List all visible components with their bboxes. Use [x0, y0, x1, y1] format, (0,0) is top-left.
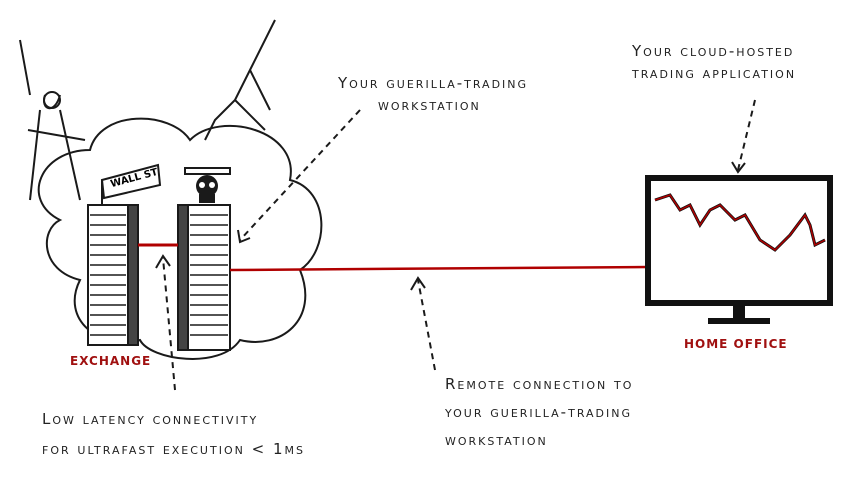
statue-of-liberty-icon: [19, 39, 86, 201]
remote-connection-line: [229, 265, 649, 272]
chrysler-building-icon: [204, 19, 276, 141]
wall-street-sign: [100, 163, 162, 200]
workstation-label-line: workstation: [378, 96, 481, 114]
monitor-icon: [645, 175, 833, 324]
exchange-server-icon: [87, 180, 139, 346]
arrowheads: [155, 161, 746, 291]
cloud-app-label-line: Your cloud-hosted: [632, 42, 795, 60]
latency-label-line: for ultrafast execution < 1ms: [42, 440, 305, 458]
exchange-label: EXCHANGE: [70, 354, 152, 368]
home-office-label: HOME OFFICE: [684, 337, 788, 351]
latency-label: Low latency connectivity for ultrafast e…: [42, 404, 305, 464]
cloud-shape: [37, 117, 323, 360]
arrow-to-workstation: [239, 109, 361, 241]
cloud-app-label-line: trading application: [632, 64, 797, 82]
workstation-server-icon: [177, 204, 231, 351]
latency-label-line: Low latency connectivity: [42, 410, 259, 428]
arrow-to-remote-line: [417, 279, 436, 371]
arrow-to-monitor: [737, 99, 756, 171]
cloud-app-label: Your cloud-hosted trading application: [632, 40, 796, 84]
skull-icon: [184, 167, 231, 203]
workstation-label-line: Your guerilla-trading: [338, 74, 529, 92]
remote-connection-label: Remote connection to your guerilla-tradi…: [445, 370, 633, 454]
arrow-to-low-latency-link: [162, 257, 176, 391]
workstation-label: Your guerilla-trading workstation: [338, 72, 528, 116]
remote-label-line: Remote connection to: [445, 375, 634, 393]
dashed-arrows: [162, 99, 756, 391]
remote-label-line: workstation: [445, 431, 548, 449]
remote-label-line: your guerilla-trading: [445, 403, 633, 421]
